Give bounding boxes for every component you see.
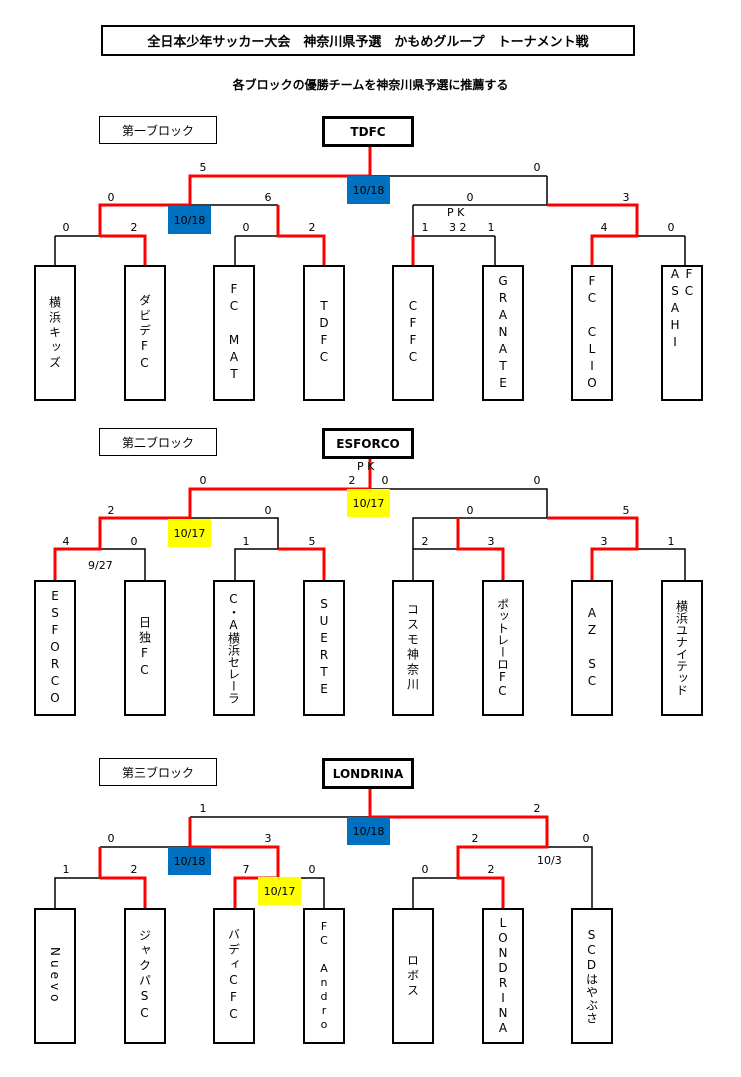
team-box: ダビデFC [124,265,166,401]
team-box: AZ SC [571,580,613,716]
block-label-2: 第二ブロック [99,428,217,456]
pk-label: P K [447,206,465,219]
team-box: GRANATE [482,265,524,401]
score: 1 [62,863,70,876]
pk-score: 2 [348,474,356,487]
block-winner-1: TDFC [322,116,414,147]
block-winner-2: ESFORCO [322,428,414,459]
match-date-note: 9/27 [88,559,113,572]
score: 2 [130,863,138,876]
team-box: ロボス [392,908,434,1044]
pk-scores: 3 2 [449,221,467,234]
score: 5 [199,161,207,174]
score: 4 [600,221,608,234]
tournament-subtitle: 各ブロックの優勝チームを神奈川県予選に推薦する [232,78,509,92]
team-box: CFFC [392,265,434,401]
block-label-1: 第一ブロック [99,116,217,144]
score: 2 [308,221,316,234]
team-box: 横浜キッズ [34,265,76,401]
score: 1 [242,535,250,548]
score: 0 [107,832,115,845]
score: 0 [381,474,389,487]
score: 0 [533,161,541,174]
pk-label: P K [357,460,375,473]
score: 1 [421,221,429,234]
team-box: バディCFC [213,908,255,1044]
team-box: ESFORCO [34,580,76,716]
score: 2 [533,802,541,815]
match-date-note: 10/3 [537,854,562,867]
block-winner-3: LONDRINA [322,758,414,789]
tournament-title: 全日本少年サッカー大会 神奈川県予選 かもめグループ トーナメント戦 [101,25,635,56]
team-box: LONDRINA [482,908,524,1044]
score: 2 [471,832,479,845]
date-badge-final-3: 10/18 [347,817,390,845]
score: 0 [242,221,250,234]
score: 4 [62,535,70,548]
team-box: SCDはやぶさ [571,908,613,1044]
team-box: ジャクパSC [124,908,166,1044]
score: 5 [308,535,316,548]
date-badge-r1-3: 10/17 [258,877,301,905]
date-badge-final-1: 10/18 [347,176,390,204]
date-badge-sf-2: 10/17 [168,519,211,547]
score: 3 [622,191,630,204]
score: 0 [107,191,115,204]
score: 0 [466,191,474,204]
team-box: コスモ神奈川 [392,580,434,716]
team-box: SUERTE [303,580,345,716]
score: 0 [421,863,429,876]
score: 1 [199,802,207,815]
score: 3 [600,535,608,548]
score: 0 [466,504,474,517]
date-badge-sf-3: 10/18 [168,847,211,875]
score: 2 [130,221,138,234]
team-box: FC MAT [213,265,255,401]
team-box: Nuevo [34,908,76,1044]
score: 0 [264,504,272,517]
team-box: FC CLIO [571,265,613,401]
team-box: ポットレーロFC [482,580,524,716]
score: 1 [667,535,675,548]
score: 2 [487,863,495,876]
date-badge-final-2: 10/17 [347,489,390,517]
score: 1 [487,221,495,234]
score: 3 [487,535,495,548]
team-box: 日独FC [124,580,166,716]
score: 7 [242,863,250,876]
team-box: FC ASAHI [661,265,703,401]
score: 2 [107,504,115,517]
team-box: TDFC [303,265,345,401]
score: 3 [264,832,272,845]
team-box: FC Andro [303,908,345,1044]
score: 0 [667,221,675,234]
score: 0 [308,863,316,876]
team-box: 横浜ユナイテッド [661,580,703,716]
block-label-3: 第三ブロック [99,758,217,786]
score: 0 [130,535,138,548]
team-box: C・A横浜セレーラ [213,580,255,716]
date-badge-sf-1: 10/18 [168,206,211,234]
score: 0 [62,221,70,234]
score: 6 [264,191,272,204]
score: 0 [533,474,541,487]
score: 5 [622,504,630,517]
score: 0 [199,474,207,487]
score: 0 [582,832,590,845]
score: 2 [421,535,429,548]
